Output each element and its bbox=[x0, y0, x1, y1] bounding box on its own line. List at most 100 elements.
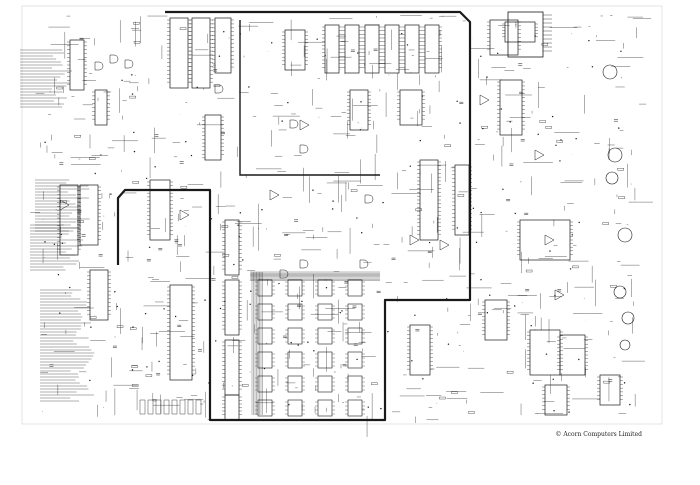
ic-chip bbox=[317, 327, 333, 345]
connector-socket bbox=[619, 339, 631, 351]
junction-dot bbox=[290, 341, 292, 344]
junction-dot bbox=[382, 201, 384, 204]
ic-chip bbox=[347, 279, 363, 297]
junction-dot bbox=[445, 298, 448, 300]
junction-dot bbox=[591, 66, 594, 68]
junction-dot bbox=[456, 227, 459, 229]
junction-dot bbox=[552, 378, 554, 380]
junction-dot bbox=[500, 108, 503, 110]
resistor bbox=[350, 189, 358, 192]
junction-dot bbox=[57, 274, 60, 276]
junction-dot bbox=[575, 138, 577, 140]
junction-dot bbox=[468, 189, 471, 191]
logic-gate bbox=[279, 269, 289, 279]
junction-dot bbox=[623, 382, 626, 384]
ic-chip bbox=[195, 399, 202, 415]
ic-chip bbox=[287, 303, 303, 321]
ic-chip bbox=[257, 399, 273, 417]
resistor bbox=[539, 120, 546, 123]
amplifier-symbol bbox=[409, 234, 420, 246]
junction-dot bbox=[158, 360, 160, 363]
resistor bbox=[145, 374, 153, 377]
junction-dot bbox=[341, 310, 343, 312]
ic-chip bbox=[317, 375, 333, 393]
junction-dot bbox=[238, 235, 240, 238]
connector-socket bbox=[617, 227, 633, 243]
junction-dot bbox=[489, 294, 491, 296]
junction-dot bbox=[568, 411, 570, 413]
ic-chip bbox=[155, 399, 162, 415]
junction-dot bbox=[620, 50, 622, 52]
junction-dot bbox=[313, 350, 315, 352]
junction-dot bbox=[360, 101, 362, 103]
logic-gate bbox=[364, 194, 374, 204]
connector-socket bbox=[605, 171, 619, 185]
junction-dot bbox=[223, 31, 225, 33]
resistor bbox=[74, 135, 81, 138]
junction-dot bbox=[530, 324, 532, 327]
junction-dot bbox=[555, 144, 557, 147]
junction-dot bbox=[210, 218, 213, 220]
resistor bbox=[89, 316, 97, 319]
resistor bbox=[129, 95, 136, 99]
junction-dot bbox=[288, 403, 290, 406]
resistor bbox=[444, 144, 451, 147]
ic-chip bbox=[89, 269, 109, 321]
ic-chip bbox=[204, 114, 222, 161]
junction-dot bbox=[133, 150, 136, 153]
junction-dot bbox=[571, 234, 573, 236]
ic-chip bbox=[424, 24, 440, 74]
ic-chip bbox=[179, 399, 186, 415]
junction-dot bbox=[509, 121, 511, 123]
junction-dot bbox=[131, 74, 133, 76]
ic-chip bbox=[544, 384, 568, 416]
ic-chip bbox=[344, 24, 360, 74]
junction-dot bbox=[560, 139, 562, 141]
junction-dot bbox=[480, 211, 482, 214]
data-bus bbox=[116, 10, 472, 422]
ic-chip bbox=[399, 89, 423, 126]
resistor bbox=[131, 365, 138, 368]
resistor bbox=[556, 140, 563, 143]
amplifier-symbol bbox=[269, 189, 280, 201]
ic-chip bbox=[507, 11, 544, 58]
ic-chip bbox=[504, 21, 536, 43]
junction-dot bbox=[400, 32, 403, 35]
resistor bbox=[415, 208, 422, 211]
junction-dot bbox=[447, 343, 450, 345]
amplifier-symbol bbox=[439, 239, 450, 251]
ic-chip bbox=[409, 324, 431, 376]
resistor bbox=[545, 126, 552, 129]
resistor bbox=[525, 269, 533, 273]
resistor bbox=[132, 181, 139, 184]
junction-dot bbox=[545, 353, 548, 355]
logic-gate bbox=[94, 61, 104, 71]
junction-dot bbox=[475, 241, 478, 244]
amplifier-symbol bbox=[299, 119, 310, 131]
junction-dot bbox=[578, 221, 580, 224]
amplifier-symbol bbox=[544, 234, 555, 246]
junction-dot bbox=[551, 115, 554, 118]
ic-chip bbox=[349, 89, 369, 131]
junction-dot bbox=[154, 166, 156, 168]
ic-chip bbox=[287, 375, 303, 393]
ic-chip bbox=[529, 329, 561, 376]
sheet-frame bbox=[21, 5, 663, 425]
resistor bbox=[439, 396, 446, 400]
junction-dot bbox=[208, 382, 210, 384]
junction-dot bbox=[480, 279, 482, 281]
junction-dot bbox=[89, 379, 91, 382]
amplifier-symbol bbox=[534, 149, 545, 161]
ic-chip bbox=[287, 327, 303, 345]
junction-dot bbox=[356, 217, 358, 219]
junction-dot bbox=[249, 303, 251, 306]
junction-dot bbox=[60, 233, 62, 236]
junction-dot bbox=[554, 294, 556, 297]
junction-dot bbox=[486, 312, 489, 314]
logic-gate bbox=[299, 259, 309, 269]
resistor bbox=[572, 265, 579, 269]
resistor bbox=[133, 41, 141, 44]
junction-dot bbox=[131, 369, 134, 371]
resistor bbox=[56, 86, 63, 90]
ic-chip bbox=[257, 327, 273, 345]
